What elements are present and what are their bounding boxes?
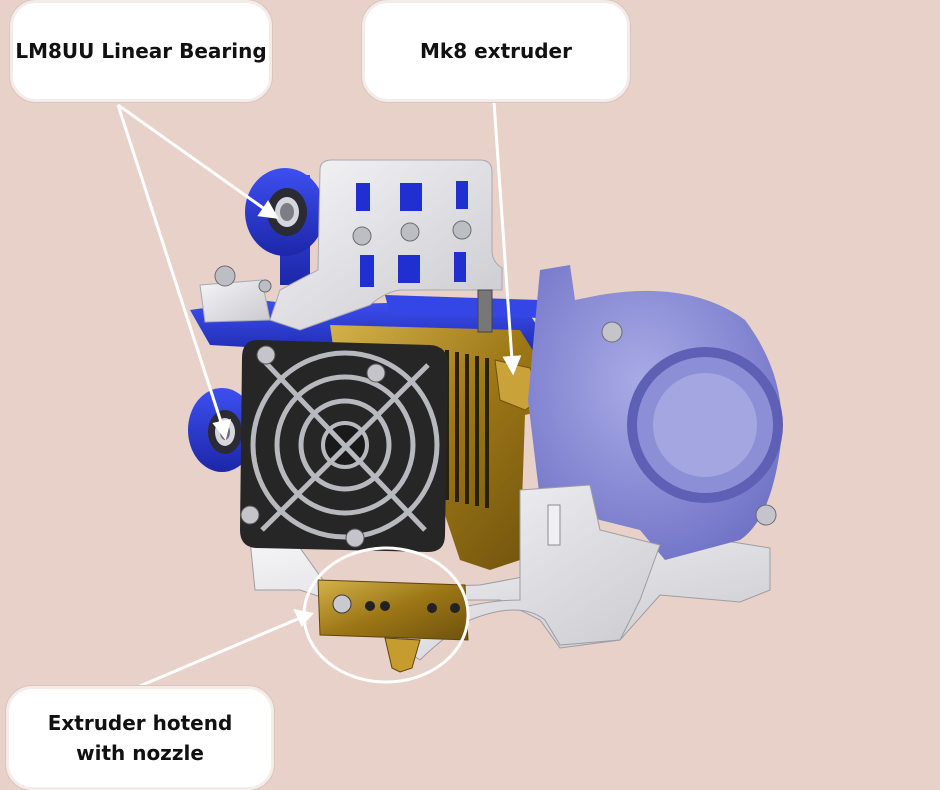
hotend-heater-block xyxy=(317,579,469,673)
blower-fan xyxy=(528,265,783,560)
mk8-extruder-label: Mk8 extruder xyxy=(362,0,630,102)
pointer-arrows xyxy=(116,101,522,688)
hotend-label: Extruder hotend with nozzle xyxy=(6,686,274,790)
mount-plate xyxy=(199,159,503,331)
bearing-label: LM8UU Linear Bearing xyxy=(10,0,272,102)
upper-bearing xyxy=(245,168,325,256)
hotend-cooling-fan xyxy=(240,340,448,552)
